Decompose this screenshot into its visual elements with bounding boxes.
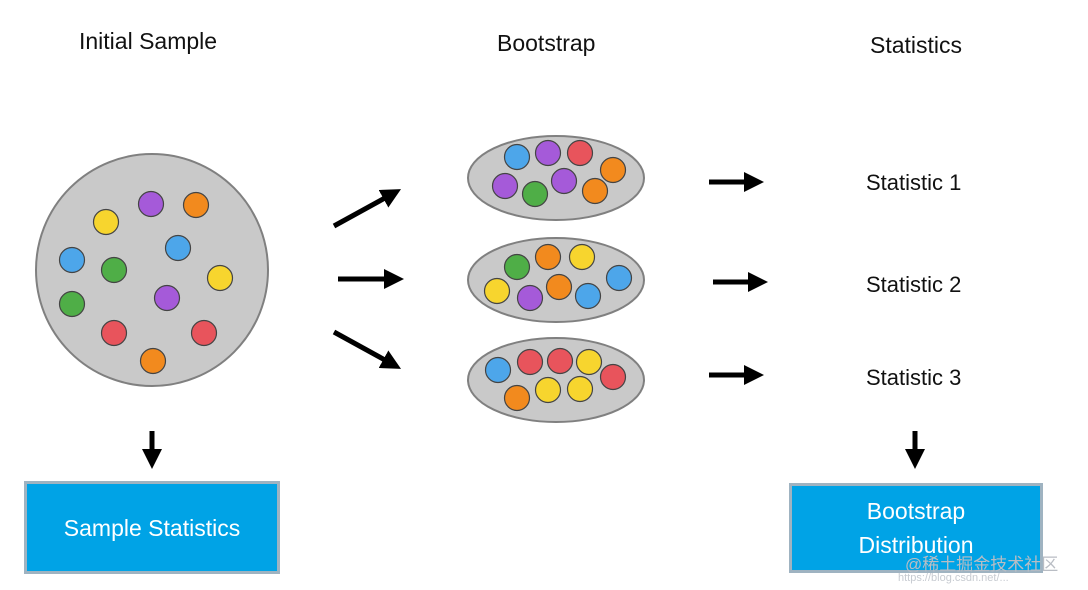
statistic-2-label: Statistic 2 — [866, 272, 962, 297]
bootstrap-1-ball-purple — [550, 167, 578, 195]
bootstrap-3-ball-red — [516, 348, 544, 376]
sample-statistics-label: Sample Statistics — [63, 514, 241, 541]
statistic-1-label: Statistic 1 — [866, 170, 962, 195]
initial-ball-red — [190, 319, 218, 347]
initial-ball-blue — [58, 246, 86, 274]
initial-sample-balls — [58, 190, 234, 375]
bootstrap-1-ball-purple — [534, 139, 562, 167]
bootstrap-3-ball-red — [599, 363, 627, 391]
bootstrap-1-ball-green — [521, 180, 549, 208]
initial-ball-green — [58, 290, 86, 318]
bootstrap-2-ball-yellow — [568, 243, 596, 271]
bootstrap-distribution-label-line1: Bootstrap — [866, 498, 966, 524]
bootstrap-1-ball-orange — [599, 156, 627, 184]
statistics-header: Statistics — [870, 32, 963, 58]
bootstrap-3-ball-yellow — [566, 375, 594, 403]
initial-ball-purple — [153, 284, 181, 312]
bootstrap-2-ball-blue — [605, 264, 633, 292]
initial-ball-orange — [139, 347, 167, 375]
bootstrap-2-ball-orange — [534, 243, 562, 271]
bootstrap-2-ball-blue — [574, 282, 602, 310]
initial-ball-red — [100, 319, 128, 347]
initial-ball-yellow — [206, 264, 234, 292]
bootstrap-2-ball-yellow — [483, 277, 511, 305]
arrow-to-sample-3 — [332, 329, 402, 369]
initial-ball-yellow — [92, 208, 120, 236]
sample-statistics-box: Sample Statistics — [24, 481, 280, 574]
bootstrap-header: Bootstrap — [497, 30, 596, 56]
watermark-text: @稀土掘金技术社区 — [905, 555, 1059, 574]
bootstrap-2-ball-green — [503, 253, 531, 281]
watermark-url: https://blog.csdn.net/... — [898, 572, 1009, 584]
bootstrap-1-ball-blue — [503, 143, 531, 171]
bootstrap-2-ball-purple — [516, 284, 544, 312]
bootstrap-sample-balls — [483, 139, 633, 412]
initial-ball-orange — [182, 191, 210, 219]
bootstrap-1-ball-red — [566, 139, 594, 167]
bootstrap-3-ball-yellow — [534, 376, 562, 404]
bootstrap-1-ball-orange — [581, 177, 609, 205]
bootstrap-1-ball-purple — [491, 172, 519, 200]
initial-ball-purple — [137, 190, 165, 218]
statistic-3-label: Statistic 3 — [866, 365, 962, 390]
initial-ball-blue — [164, 234, 192, 262]
bootstrap-distribution-label-line2: Distribution — [858, 532, 974, 558]
initial-ball-green — [100, 256, 128, 284]
bootstrap-3-ball-yellow — [575, 348, 603, 376]
bootstrap-3-ball-red — [546, 347, 574, 375]
bootstrap-3-ball-orange — [503, 384, 531, 412]
initial-sample-header: Initial Sample — [79, 28, 218, 54]
bootstrap-distribution-box: Bootstrap Distribution — [789, 483, 1043, 573]
bootstrap-3-ball-blue — [484, 356, 512, 384]
bootstrap-2-ball-orange — [545, 273, 573, 301]
arrow-to-sample-1 — [332, 189, 402, 229]
